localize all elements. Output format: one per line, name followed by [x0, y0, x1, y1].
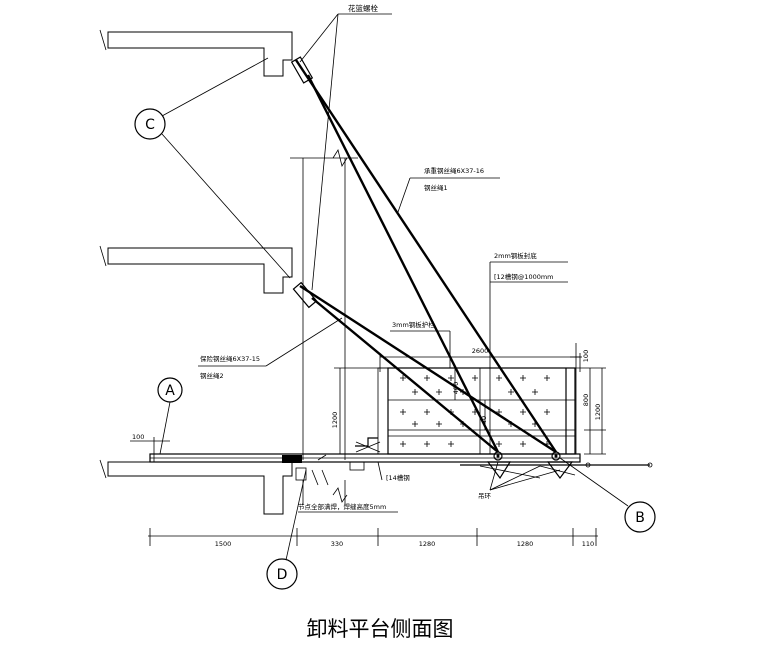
steel-sheet-label: 2mm钢板封底	[494, 251, 537, 260]
main-rope-label-line1: 承重钢丝绳6X37-16	[424, 166, 484, 175]
dim-2600: 2600	[472, 347, 489, 355]
callout-d: D	[266, 558, 298, 590]
building-column	[290, 148, 358, 505]
bottom-dim-4: 1280	[517, 540, 534, 548]
callout-d-label: D	[277, 567, 288, 583]
main-rope-label-line2: 钢丝绳1	[424, 183, 448, 192]
callout-c: C	[134, 108, 166, 140]
dim-100-left: 100	[132, 433, 144, 441]
weld-note: 节点全部满焊，焊缝高度5mm	[298, 502, 386, 511]
lifting-ring-label: 吊环	[478, 492, 492, 500]
dim-1200-left: 1200	[331, 412, 339, 429]
callout-b-label: B	[635, 510, 645, 526]
bottom-dim-3: 1280	[419, 540, 436, 548]
callout-c-label: C	[145, 117, 155, 133]
bottom-dim-2: 330	[331, 540, 343, 548]
discharge-platform	[149, 367, 653, 486]
upper-floor-slab	[99, 29, 293, 77]
drawing-title: 卸料平台侧面图	[307, 617, 454, 641]
dim-800: 800	[582, 394, 590, 406]
dim-40: 40	[480, 416, 488, 424]
lower-floor-slab	[99, 459, 293, 515]
safety-rope-label-line2: 钢丝绳2	[200, 371, 224, 380]
bottom-dim-5: 110	[582, 540, 594, 548]
dim-100-top: 100	[582, 350, 590, 362]
dim-1200-right: 1200	[594, 404, 602, 421]
dim-400: 400	[452, 382, 460, 394]
channel12-label: [12槽钢@1000mm	[494, 272, 554, 281]
bottom-dim-1: 1500	[215, 540, 232, 548]
channel14-label: [14槽钢	[386, 473, 410, 482]
callout-a: A	[157, 377, 183, 403]
turnbuckle-label: 花篮螺栓	[348, 3, 378, 13]
callout-a-label: A	[165, 383, 175, 399]
safety-rope-label-line1: 保险钢丝绳6X37-15	[200, 354, 260, 363]
annotations: 花篮螺栓 承重钢丝绳6X37-16 钢丝绳1 2mm钢板封底 [12槽钢@100…	[132, 3, 602, 548]
steel-fence-label: 3mm钢板护栏	[392, 320, 435, 329]
leader-lines	[159, 13, 629, 561]
dimension-lines	[130, 343, 606, 546]
middle-floor-slab	[99, 245, 293, 294]
main-load-wire-rope	[290, 56, 558, 453]
callout-b: B	[624, 501, 656, 533]
